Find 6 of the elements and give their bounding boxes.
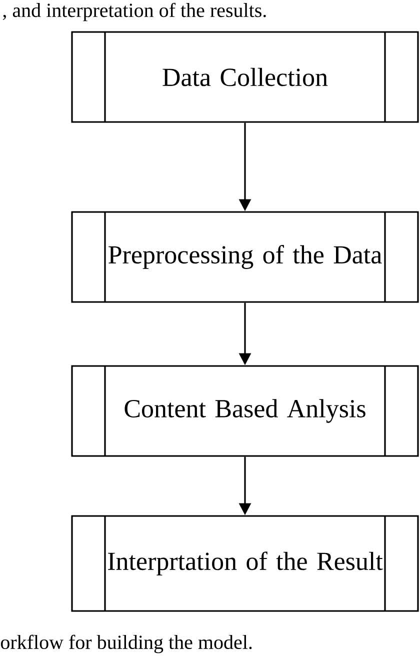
text-line: , and interpretation of the results. [2,2,266,22]
process-box: Data Collection [71,31,419,123]
process-box: Content Based Anlysis [71,365,419,457]
text-line: orkflow for building the model. [0,634,252,654]
process-box: Interprtation of the Result [71,515,419,612]
process-box: Preprocessing of the Data [71,211,419,303]
